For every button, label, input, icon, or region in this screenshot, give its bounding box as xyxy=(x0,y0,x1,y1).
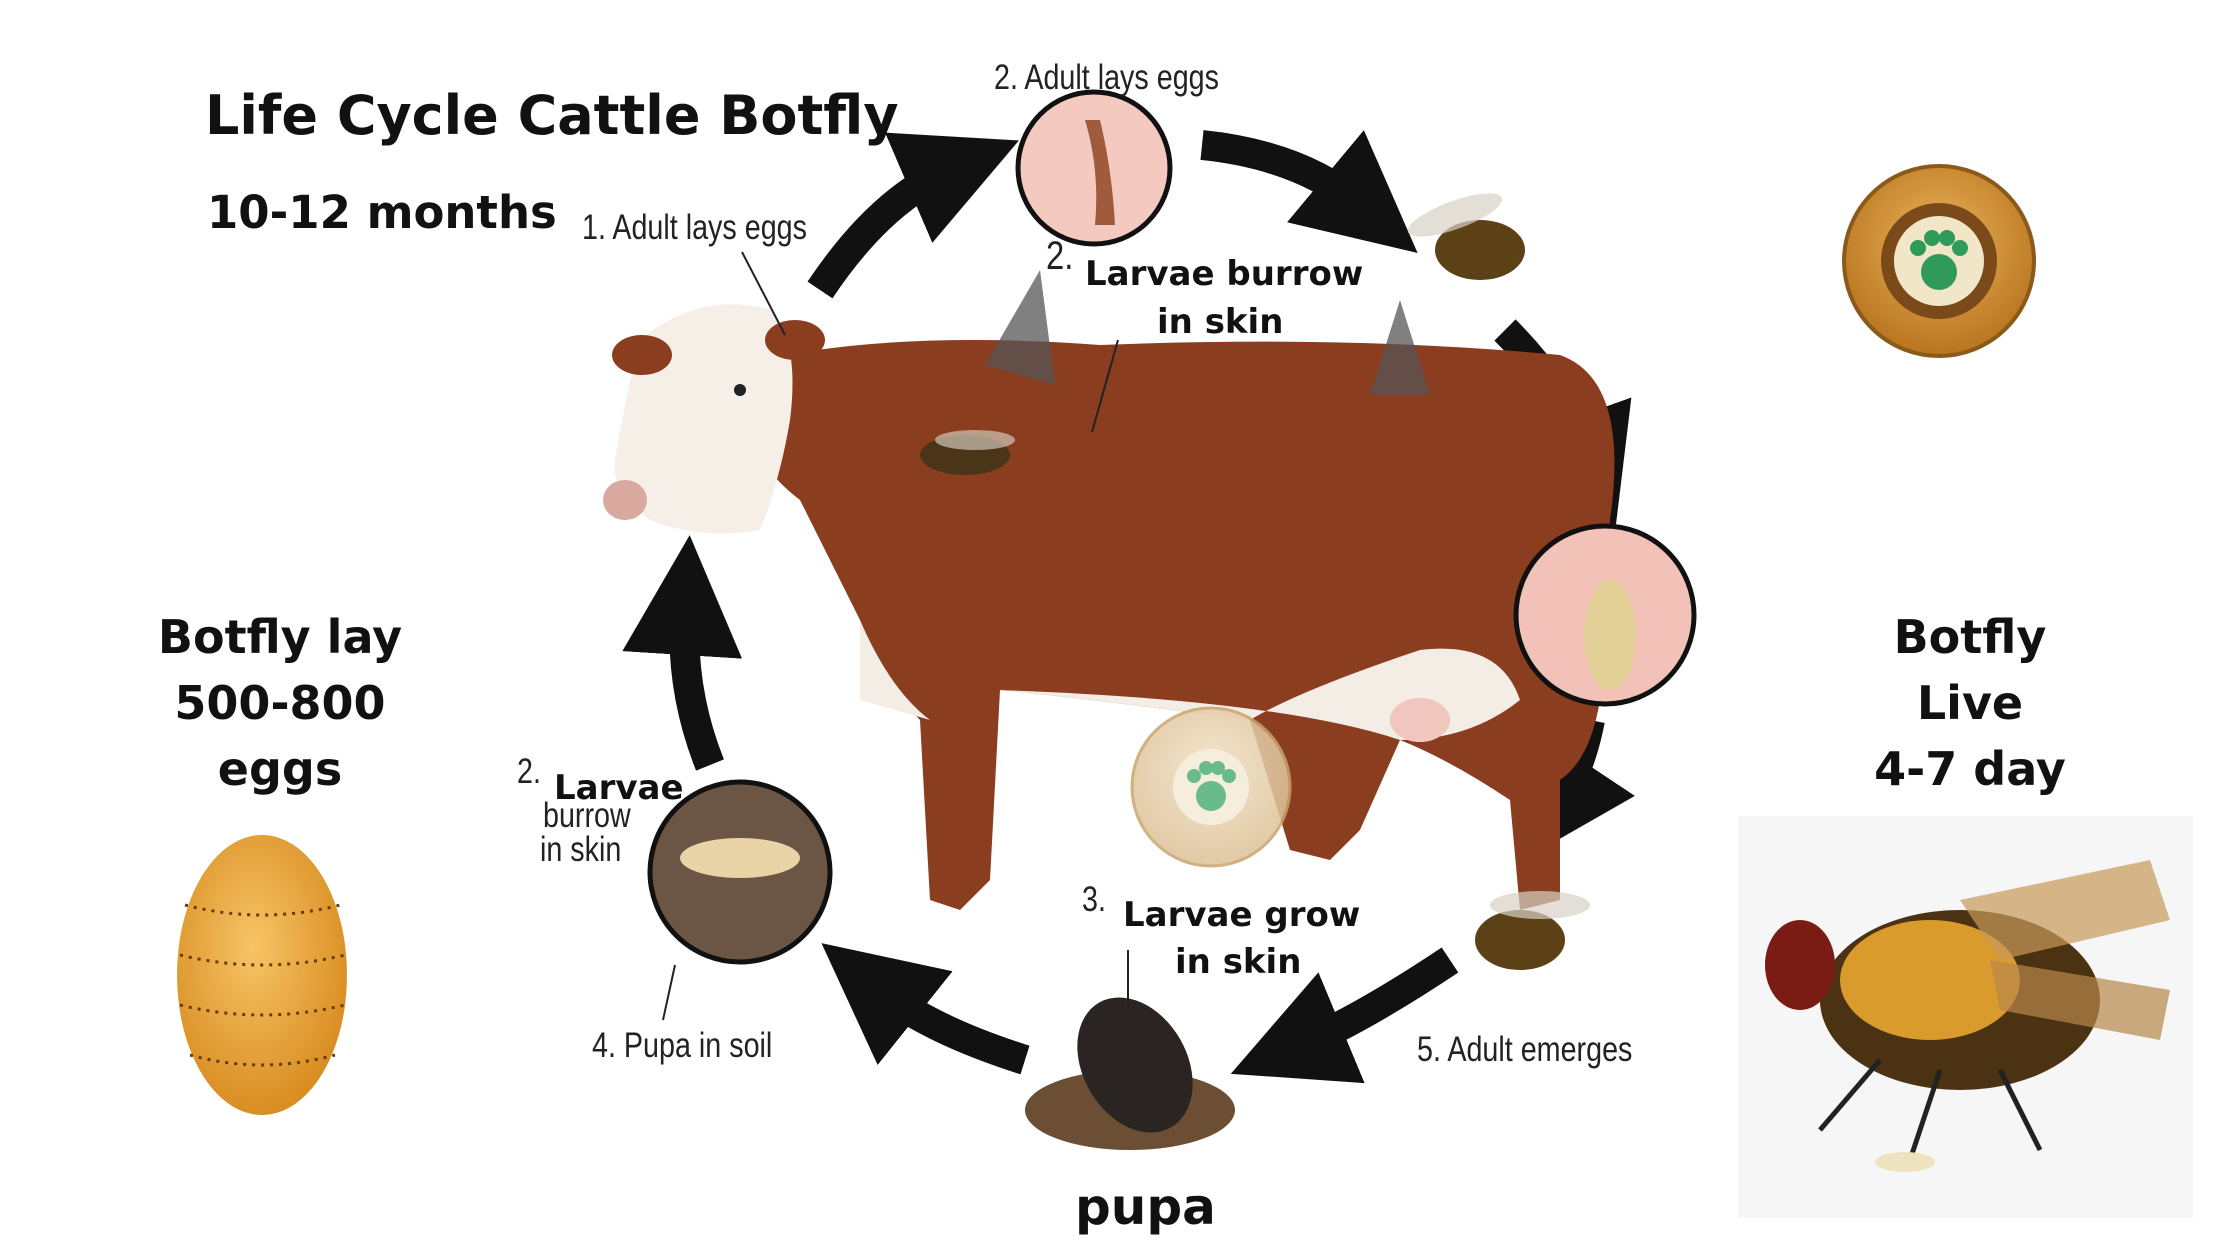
magnify-cone-right xyxy=(1370,300,1430,395)
lifespan-note-line3: 4-7 day xyxy=(1874,742,2066,796)
lifespan-note-line2: Live xyxy=(1916,676,2024,730)
lifespan-note-line1: Botfly xyxy=(1893,610,2047,664)
larva-photo xyxy=(177,835,347,1115)
adult-fly-top xyxy=(1407,193,1525,280)
stage3-line2: in skin xyxy=(1175,942,1302,982)
cow-illustration xyxy=(603,304,1615,910)
stage3-line1: Larvae grow xyxy=(1123,895,1361,935)
logo-watermark-center xyxy=(1130,706,1292,868)
eggs-note-line3: eggs xyxy=(217,742,343,796)
arrow-emerge-to-pupa xyxy=(1230,947,1459,1084)
eggs-note: Botfly lay 500-800 eggs xyxy=(100,604,460,802)
stage1-label: 1. Adult lays eggs xyxy=(582,208,807,247)
stage2-mid-number: 2. xyxy=(1046,234,1074,278)
arrow-2-to-fly xyxy=(1200,130,1418,253)
fly-on-cow xyxy=(920,430,1015,475)
pupa-label: pupa xyxy=(1075,1178,1216,1236)
stage2-left-line1: Larvae xyxy=(554,768,684,808)
stage5-label: 5. Adult emerges xyxy=(1417,1030,1633,1069)
arrow-pupa-to-soil xyxy=(821,943,1030,1075)
eggs-note-line2: 500-800 xyxy=(174,676,386,730)
magnify-cone-left xyxy=(985,270,1055,385)
arrow-soil-to-cow xyxy=(622,535,743,771)
skin-larva-circle xyxy=(1513,523,1697,707)
stage2-left-number: 2. xyxy=(517,752,541,791)
skin-egg-circle xyxy=(1015,89,1173,247)
botfly-photo xyxy=(1738,816,2193,1218)
stage2-top-label: 2. Adult lays eggs xyxy=(994,58,1219,97)
page-title: Life Cycle Cattle Botfly xyxy=(205,84,899,147)
leader-stage4 xyxy=(662,964,676,1021)
stage2-left-line2: burrow xyxy=(543,796,631,835)
eggs-note-line1: Botfly lay xyxy=(157,610,403,664)
stage2-mid-line2: in skin xyxy=(1157,302,1284,342)
logo-top-right xyxy=(1842,164,2036,358)
cycle-duration: 10-12 months xyxy=(207,186,557,239)
stage2-left-line3: in skin xyxy=(540,830,622,869)
leader-stage2 xyxy=(1091,339,1119,433)
lifespan-note: Botfly Live 4-7 day xyxy=(1790,604,2150,802)
arrow-1-to-2 xyxy=(807,132,1019,299)
stage4-label: 4. Pupa in soil xyxy=(592,1026,773,1065)
stage2-mid-line1: Larvae burrow xyxy=(1085,254,1364,294)
soil-larva-circle xyxy=(647,779,833,965)
pupa-illustration xyxy=(1025,997,1235,1150)
leader-stage1 xyxy=(741,251,786,336)
stage3-number: 3. xyxy=(1082,880,1106,919)
adult-fly-emerging xyxy=(1475,891,1590,970)
